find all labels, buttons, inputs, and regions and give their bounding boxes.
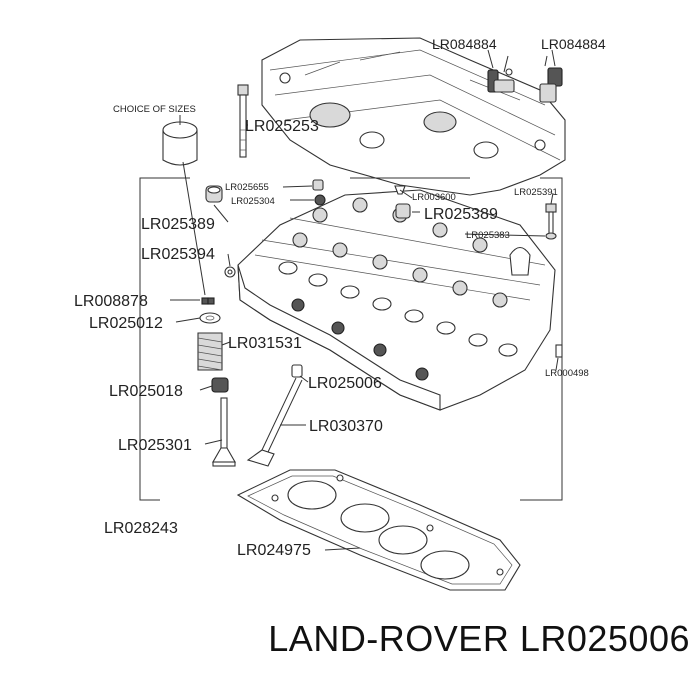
cam-cover-drawing: [261, 37, 566, 196]
label-lr025304: LR025304: [231, 196, 275, 207]
tappet-bucket: [162, 121, 198, 166]
label-lr084884-left: LR084884: [432, 36, 497, 52]
intake-valve-lr030370: [246, 377, 303, 467]
cap-lr025389-left: [205, 185, 223, 203]
label-lr028243: LR028243: [104, 520, 178, 537]
label-lr003600: LR003600: [412, 192, 456, 203]
stem-seal-lr025018: [211, 377, 229, 393]
bolt-lr025391: [545, 203, 557, 237]
label-lr025301: LR025301: [118, 437, 192, 454]
spring-retainer-lr025012: [199, 312, 221, 324]
camshaft-sensor-right: [539, 55, 563, 103]
head-reference-frame: [139, 177, 563, 501]
camshaft-sensor-left: [487, 55, 515, 93]
head-gasket-lr024975: [236, 469, 521, 591]
label-lr008878: LR008878: [74, 293, 148, 310]
ring-lr025394: [224, 266, 236, 278]
label-lr084884-right: LR084884: [541, 36, 606, 52]
head-bolt: [237, 84, 249, 158]
label-lr025389-right: LR025389: [424, 206, 498, 223]
plug-lr000498: [555, 344, 563, 358]
label-lr024975: LR024975: [237, 542, 311, 559]
label-lr030370: LR030370: [309, 418, 383, 435]
label-lr025018: LR025018: [109, 383, 183, 400]
choice-of-sizes-note: CHOICE OF SIZES: [113, 104, 196, 115]
label-lr000498: LR000498: [545, 368, 589, 379]
label-lr025253: LR025253: [245, 118, 319, 135]
brand-part-number-caption: LAND-ROVER LR025006: [0, 618, 690, 660]
part-labels: CHOICE OF SIZES LR084884 LR084884 LR0252…: [74, 36, 606, 559]
label-lr025006: LR025006: [308, 375, 382, 392]
cylinder-head-drawing: [237, 189, 556, 411]
seal-lr025304: [314, 194, 326, 206]
brand-name: LAND-ROVER: [268, 618, 510, 659]
leader-lines: [170, 49, 559, 551]
valve-collets-lr008878: [201, 297, 215, 305]
washer-lr025383: [545, 232, 557, 240]
label-lr025012: LR025012: [89, 315, 163, 332]
valve-spring-lr031531: [197, 332, 223, 371]
label-lr025655: LR025655: [225, 182, 269, 193]
sensor-lr025655: [312, 179, 324, 191]
label-lr025389-left: LR025389: [141, 216, 215, 233]
valve-guide-lr025006: [291, 364, 303, 378]
label-lr025394: LR025394: [141, 246, 215, 263]
part-number: LR025006: [519, 618, 690, 659]
exhaust-valve-lr025301: [212, 397, 236, 467]
cap-lr025389-right: [395, 203, 411, 219]
label-lr025383: LR025383: [466, 230, 510, 241]
intake-ports: [278, 261, 518, 357]
label-lr031531: LR031531: [228, 335, 302, 352]
label-lr025391: LR025391: [514, 187, 558, 198]
